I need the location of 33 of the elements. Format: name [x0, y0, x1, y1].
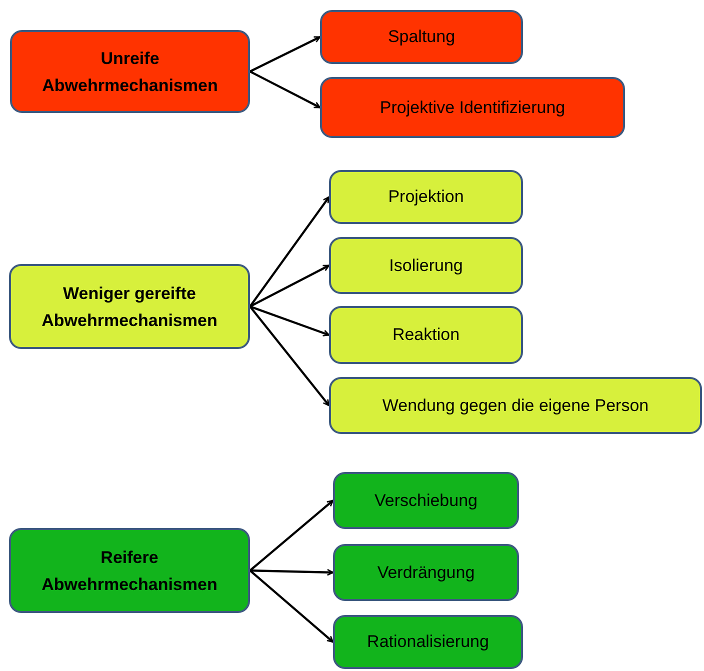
category-label: Weniger gereifte Abwehrmechanismen	[40, 282, 218, 332]
arrow	[249, 196, 330, 308]
arrow	[249, 306, 330, 406]
mechanism-label: Verschiebung	[373, 490, 479, 512]
mechanism-label: Projektion	[387, 186, 465, 208]
mechanism-label: Wendung gegen die eigene Person	[381, 394, 650, 417]
mechanism-box	[329, 170, 523, 224]
arrow	[249, 500, 334, 572]
mechanism-label: Rationalisierung	[366, 631, 490, 654]
mechanism-label: Verdrängung	[376, 562, 476, 584]
mechanism-label: Projektive Identifizierung	[378, 96, 566, 119]
mechanism-label: Isolierung	[388, 254, 464, 277]
mechanism-box	[333, 472, 519, 529]
arrow	[250, 568, 334, 576]
arrow	[250, 305, 330, 336]
mechanism-box	[329, 377, 702, 434]
mechanism-label: Reaktion	[391, 324, 461, 346]
mechanism-box	[333, 544, 519, 601]
mechanism-box	[329, 237, 523, 294]
arrow	[250, 70, 321, 108]
mechanism-box	[333, 615, 523, 669]
mechanism-label: Spaltung	[386, 26, 456, 48]
category-box	[9, 528, 250, 613]
category-label: Reifere Abwehrmechanismen	[40, 546, 218, 596]
arrow	[250, 36, 321, 72]
arrow	[249, 570, 334, 643]
category-box	[10, 30, 250, 113]
mechanism-box	[320, 77, 625, 138]
category-label: Unreife Abwehrmechanismen	[41, 48, 219, 96]
mechanism-box	[329, 306, 523, 364]
arrow	[250, 264, 330, 308]
category-box	[9, 264, 250, 349]
mechanism-box	[320, 10, 523, 64]
